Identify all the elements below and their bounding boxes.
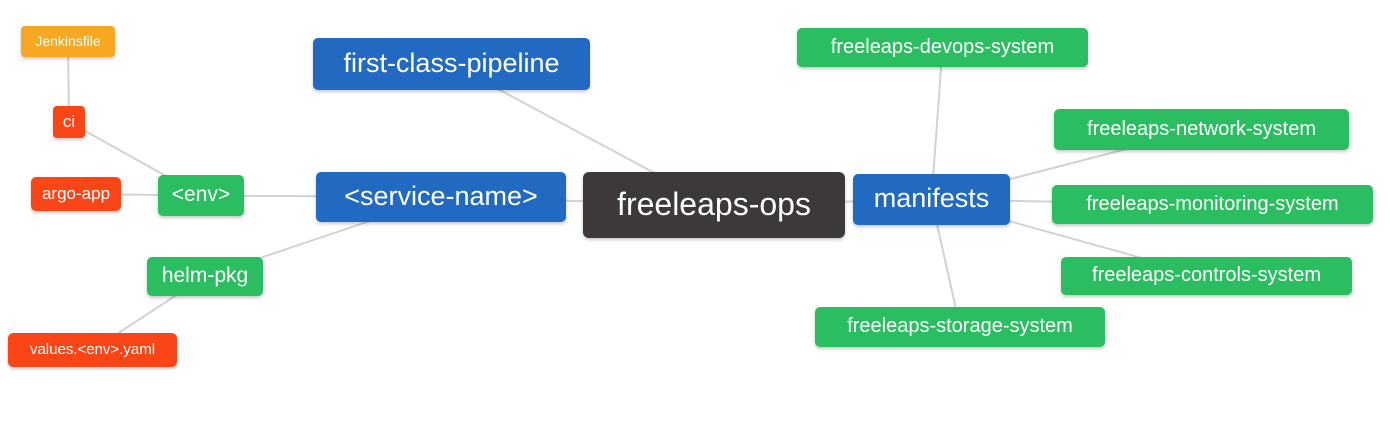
node-label-monitoring-system: freeleaps-monitoring-system [1086, 192, 1339, 215]
node-label-manifests: manifests [873, 183, 990, 213]
node-jenkinsfile[interactable]: Jenkinsfile [21, 26, 115, 57]
node-helm-pkg[interactable]: helm-pkg [147, 257, 263, 296]
node-network-system[interactable]: freeleaps-network-system [1054, 109, 1349, 150]
node-label-first-class-pipeline: first-class-pipeline [343, 47, 560, 78]
node-storage-system[interactable]: freeleaps-storage-system [815, 307, 1105, 347]
node-devops-system[interactable]: freeleaps-devops-system [797, 28, 1088, 67]
node-values-env-yaml[interactable]: values.<env>.yaml [8, 333, 177, 367]
node-label-jenkinsfile: Jenkinsfile [35, 32, 101, 49]
node-label-service-name: <service-name> [344, 180, 538, 211]
node-ci[interactable]: ci [53, 106, 85, 138]
node-freeleaps-ops[interactable]: freeleaps-ops [583, 172, 845, 238]
node-label-freeleaps-ops: freeleaps-ops [617, 186, 811, 222]
node-label-env: <env> [171, 183, 231, 206]
node-label-ci: ci [62, 111, 76, 131]
node-controls-system[interactable]: freeleaps-controls-system [1061, 257, 1352, 295]
node-label-values-env-yaml: values.<env>.yaml [29, 340, 156, 358]
node-env[interactable]: <env> [158, 175, 244, 216]
node-label-helm-pkg: helm-pkg [161, 264, 249, 287]
node-label-network-system: freeleaps-network-system [1087, 117, 1316, 140]
node-label-controls-system: freeleaps-controls-system [1092, 264, 1321, 286]
node-service-name[interactable]: <service-name> [316, 172, 566, 222]
node-manifests[interactable]: manifests [853, 174, 1010, 225]
node-label-argo-app: argo-app [41, 183, 111, 203]
node-label-storage-system: freeleaps-storage-system [847, 315, 1073, 337]
node-argo-app[interactable]: argo-app [31, 177, 121, 211]
node-label-devops-system: freeleaps-devops-system [830, 35, 1055, 58]
node-monitoring-system[interactable]: freeleaps-monitoring-system [1052, 185, 1373, 224]
node-first-class-pipeline[interactable]: first-class-pipeline [313, 38, 590, 90]
